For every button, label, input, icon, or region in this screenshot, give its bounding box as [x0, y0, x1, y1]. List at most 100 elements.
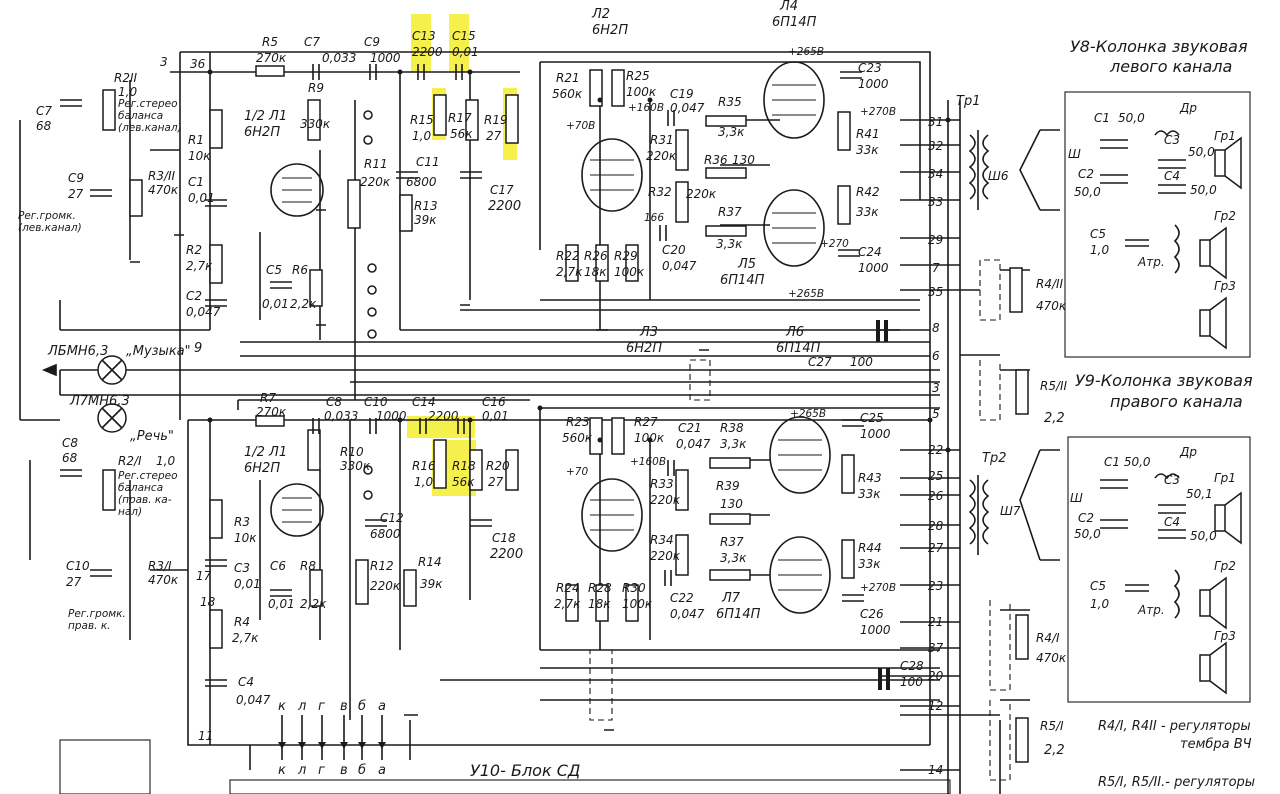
c25-ref: С25	[860, 411, 884, 425]
c3-val: 0,01	[234, 577, 261, 591]
v265-top: +265В	[788, 46, 825, 58]
r37b-val: 3,3к	[720, 551, 747, 565]
c19-ref: С19	[670, 87, 694, 101]
v166-top: 166	[644, 212, 665, 224]
r25-ref: R25	[626, 69, 650, 83]
conn-l-top: л	[298, 699, 307, 714]
c17-ref: С17	[490, 183, 514, 197]
c24-val: 1000	[858, 261, 889, 275]
pin-11: 11	[198, 729, 214, 743]
r8-ref: R8	[300, 559, 316, 573]
ground-symbols	[130, 209, 709, 731]
r38-val: 3,3к	[720, 437, 747, 451]
conn-g-bottom: г	[318, 763, 325, 778]
v70-bottom: +70	[566, 466, 589, 478]
right-volume-label: Рег.громк. прав. к.	[68, 608, 126, 632]
r27-ref: R27	[634, 415, 658, 429]
r2ii-val: 1,0	[118, 85, 138, 99]
r5-ref: R5	[262, 35, 278, 49]
r37-ref: R37	[718, 205, 742, 219]
tube-l3-ref: Л3	[640, 325, 659, 340]
pin-36: 36	[190, 57, 206, 71]
c1-ref: С1	[188, 175, 205, 189]
r27-val: 100к	[634, 431, 665, 445]
r20-val: 27	[488, 475, 504, 489]
c9-ref: С9	[364, 35, 381, 49]
conn-7: 7	[932, 261, 940, 275]
r1-ref: R1	[188, 133, 204, 147]
resistors	[102, 65, 1029, 763]
u9-sh: Ш	[1070, 491, 1083, 505]
c3-ref: С3	[234, 561, 251, 575]
r28-ref: R28	[588, 581, 612, 595]
c12-val: 6800	[370, 527, 401, 541]
conn-33: 33	[928, 195, 944, 209]
conn-22: 22	[928, 443, 944, 457]
tube-l5-type: 6П14П	[720, 273, 765, 288]
r4ii-val: 470к	[1036, 299, 1067, 313]
c21-ref: С21	[678, 421, 702, 435]
r3ii-val: 470к	[148, 183, 179, 197]
pin-17: 17	[196, 569, 212, 583]
tube-l7-type: 6П14П	[716, 607, 761, 622]
r24-ref: R24	[556, 581, 580, 595]
c15-ref: С15	[452, 29, 476, 43]
r15-val: 1,0	[412, 129, 432, 143]
junctions	[207, 69, 951, 453]
r22-val: 2,7к	[556, 265, 583, 279]
u9-frame	[1067, 436, 1251, 703]
u8-c3-val: 50,0	[1188, 145, 1215, 159]
c9l-ref: С9	[68, 171, 85, 185]
c7-ref: С7	[304, 35, 321, 49]
c13-ref: С13	[412, 29, 436, 43]
conn-b-bottom: б	[358, 763, 367, 778]
c9-val: 1000	[370, 51, 401, 65]
r41-val: 33к	[856, 143, 879, 157]
v270-bottom: +270В	[860, 582, 897, 594]
r23-ref: R23	[566, 415, 590, 429]
r3i-val: 470к	[148, 573, 179, 587]
u8-c4-val: 50,0	[1190, 183, 1217, 197]
r8-val: 2,2к	[300, 597, 327, 611]
tp2-primary	[968, 479, 976, 545]
r4-val: 2,7к	[232, 631, 259, 645]
r3-ref: R3	[234, 515, 250, 529]
c14-val: 2200	[428, 409, 459, 423]
r18-val: 56к	[452, 475, 475, 489]
tube-l4	[763, 61, 825, 139]
r2i-val: 1,0	[156, 454, 176, 468]
r31-val: 220к	[646, 149, 677, 163]
r20-ref: R20	[486, 459, 510, 473]
c25-val: 1000	[860, 427, 891, 441]
c10-val: 1000	[376, 409, 407, 423]
capacitors	[60, 64, 1186, 690]
r13-ref: R13	[414, 199, 438, 213]
u9-c1: С1 50,0	[1104, 455, 1151, 469]
r43-val: 33к	[858, 487, 881, 501]
conn-26: 26	[928, 489, 944, 503]
tube-l6	[769, 416, 831, 494]
r9-val: 330к	[300, 117, 331, 131]
c18-val: 2200	[490, 547, 524, 562]
conn-a-bottom: а	[378, 763, 386, 778]
c12-ref: С12	[380, 511, 404, 525]
speaker-gr2-right	[1199, 576, 1227, 630]
c10l-val: 27	[66, 575, 82, 589]
r29-ref: R29	[614, 249, 638, 263]
c10l-ref: С10	[66, 559, 90, 573]
r3-val: 10к	[234, 531, 257, 545]
conn-g-top: г	[318, 699, 325, 714]
u9-title-line2: правого канала	[1110, 392, 1243, 411]
tube-l6-ref: Л6	[786, 325, 805, 340]
c7-val: 0,033	[322, 51, 357, 65]
transformers	[968, 129, 1041, 561]
c26-val: 1000	[860, 623, 891, 637]
r5i-val: 2,2	[1044, 743, 1065, 758]
r14-val: 39к	[420, 577, 443, 591]
r11-val: 220к	[360, 175, 391, 189]
u10-title: У10- Блок СД	[470, 761, 581, 780]
r21-ref: R21	[556, 71, 580, 85]
c13-val: 2200	[412, 45, 443, 59]
c2-val: 0,047	[186, 305, 221, 319]
u8-dr: Др	[1180, 101, 1197, 115]
